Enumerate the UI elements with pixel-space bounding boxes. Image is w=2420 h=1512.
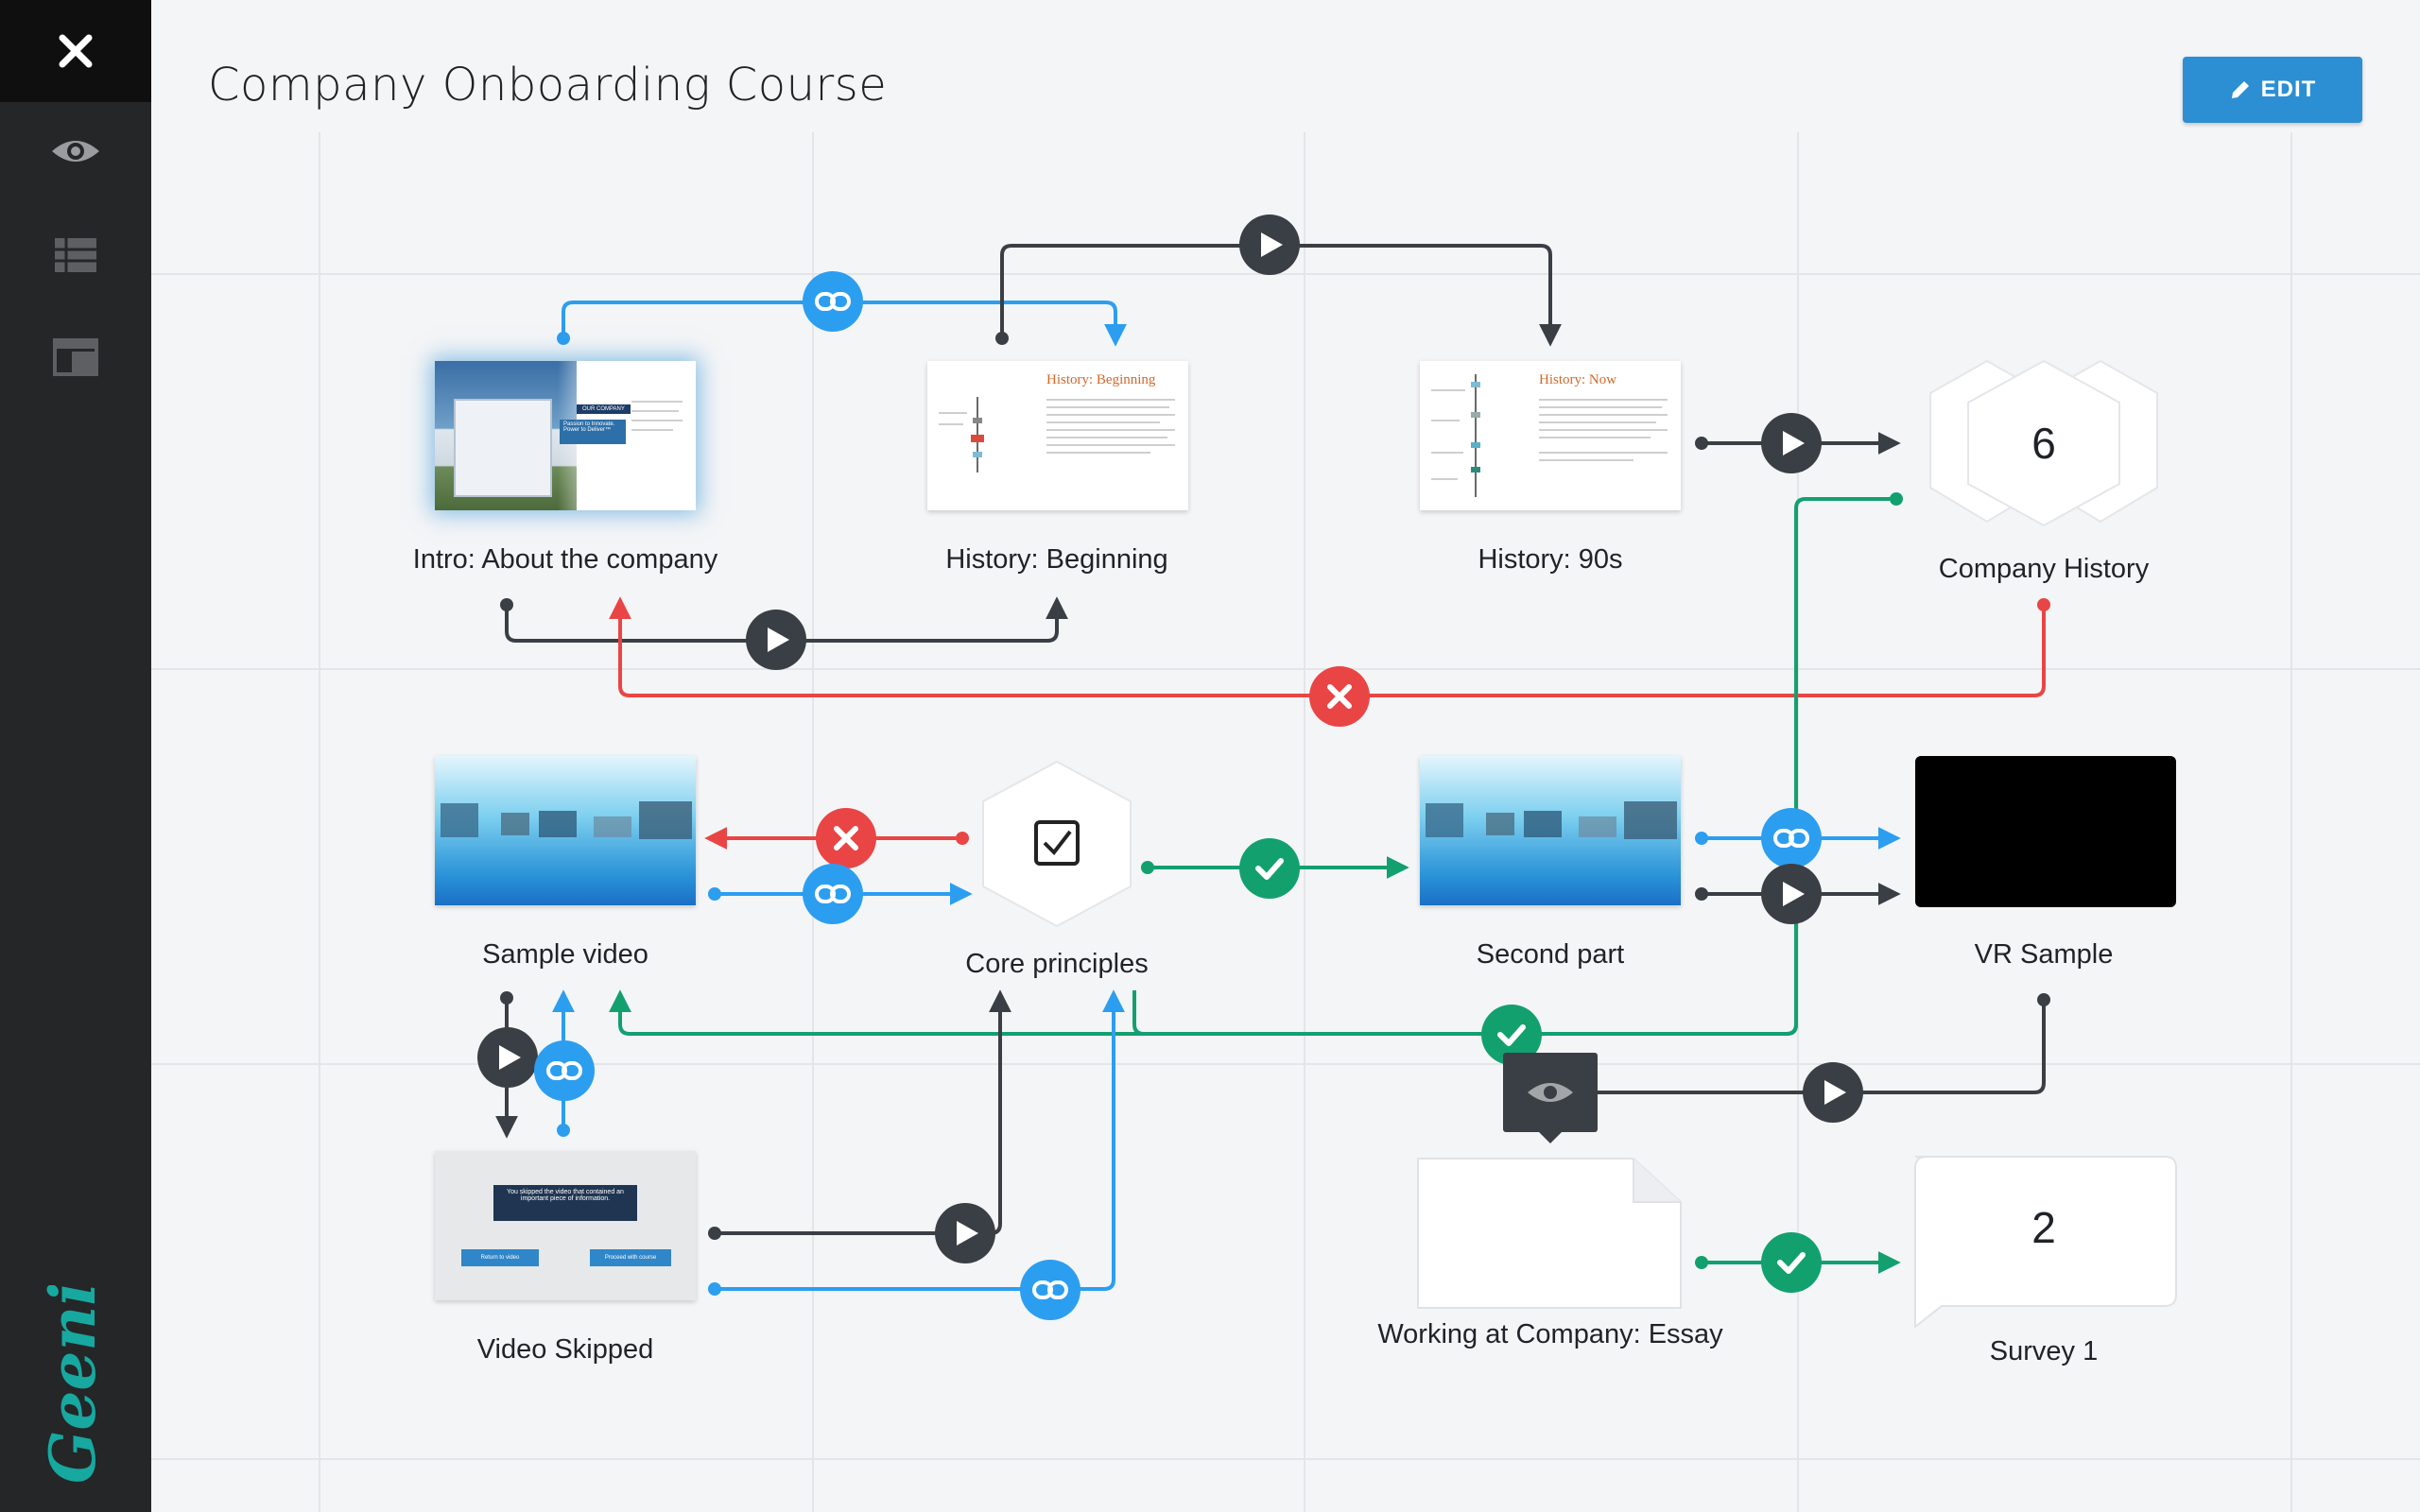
node-label-essay: Working at Company: Essay: [1377, 1319, 1723, 1349]
essay-document[interactable]: [1417, 1158, 1682, 1309]
close-button[interactable]: [0, 0, 151, 102]
close-icon: [59, 34, 93, 68]
x-icon[interactable]: [816, 808, 876, 868]
node-label-intro: Intro: About the company: [412, 544, 718, 575]
history-beginning-thumbnail[interactable]: History: Beginning: [927, 361, 1188, 510]
node-label-company-history: Company History: [1938, 554, 2150, 584]
check-icon[interactable]: [1239, 838, 1300, 899]
edit-button[interactable]: EDIT: [2183, 57, 2362, 123]
geenio-logo: Geenio: [36, 1285, 110, 1484]
vr-sample-thumbnail[interactable]: [1915, 756, 2176, 907]
play-skipped-to-core[interactable]: [715, 989, 1011, 1235]
node-label-history-beginning: History: Beginning: [945, 544, 1168, 575]
intro-thumbnail[interactable]: OUR COMPANY Passion to Innovate. Power t…: [435, 361, 696, 510]
svg-text:Geenio: Geenio: [36, 1285, 110, 1484]
link-icon[interactable]: [1760, 807, 1823, 869]
preview-eye-button[interactable]: [1503, 1053, 1598, 1143]
video-skipped-thumbnail[interactable]: You skipped the video that contained an …: [435, 1151, 696, 1300]
link-icon[interactable]: [1019, 1259, 1081, 1321]
layout-icon[interactable]: [47, 329, 104, 386]
proceed-button[interactable]: Proceed with course: [590, 1249, 671, 1266]
node-label-survey: Survey 1: [1989, 1336, 2099, 1366]
core-principles-hexagon[interactable]: [982, 760, 1132, 928]
link-icon[interactable]: [533, 1040, 596, 1102]
edit-label: EDIT: [2260, 77, 2317, 102]
play-icon[interactable]: [746, 610, 806, 670]
play-icon[interactable]: [1761, 864, 1822, 924]
node-label-vr-sample: VR Sample: [1974, 939, 2114, 970]
node-label-core-principles: Core principles: [965, 949, 1149, 979]
node-label-video-skipped: Video Skipped: [476, 1334, 654, 1365]
company-history-hexagon[interactable]: [1929, 359, 2158, 527]
link-skipped-to-core[interactable]: [715, 989, 1125, 1291]
second-part-thumbnail[interactable]: [1420, 756, 1681, 905]
page-title: Company Onboarding Course: [208, 59, 888, 112]
thumb-caption: Passion to Innovate. Power to Deliver™: [560, 420, 626, 444]
play-icon[interactable]: [1761, 413, 1822, 473]
thumb-badge: OUR COMPANY: [577, 404, 631, 414]
play-vr-to-essay[interactable]: [1598, 1000, 2046, 1094]
table-icon[interactable]: [47, 227, 104, 284]
sidebar: Geenio: [0, 0, 151, 1512]
return-button[interactable]: Return to video: [461, 1249, 539, 1266]
survey-bubble[interactable]: [1914, 1156, 2177, 1330]
checkbox-icon: [1034, 820, 1080, 866]
check-icon[interactable]: [1761, 1232, 1822, 1293]
link-icon[interactable]: [802, 863, 864, 925]
eye-icon[interactable]: [47, 123, 104, 180]
link-icon[interactable]: [802, 270, 864, 333]
pencil-icon: [2231, 81, 2249, 98]
play-icon[interactable]: [1239, 215, 1300, 275]
doc-title: History: Beginning: [1046, 372, 1156, 387]
pass-to-sample[interactable]: [609, 894, 1798, 1036]
node-label-second-part: Second part: [1476, 939, 1625, 970]
history-90s-thumbnail[interactable]: History: Now: [1420, 361, 1681, 510]
survey-count: 2: [2031, 1203, 2056, 1252]
play-icon[interactable]: [935, 1203, 995, 1263]
doc-title: History: Now: [1539, 372, 1617, 387]
node-label-history-90s: History: 90s: [1478, 544, 1623, 575]
node-label-sample-video: Sample video: [482, 939, 648, 970]
sample-video-thumbnail[interactable]: [435, 756, 696, 905]
play-icon[interactable]: [1803, 1062, 1863, 1123]
play-icon[interactable]: [477, 1027, 538, 1088]
skip-message: You skipped the video that contained an …: [493, 1185, 637, 1221]
x-icon[interactable]: [1309, 666, 1370, 727]
company-history-count: 6: [2031, 419, 2056, 468]
